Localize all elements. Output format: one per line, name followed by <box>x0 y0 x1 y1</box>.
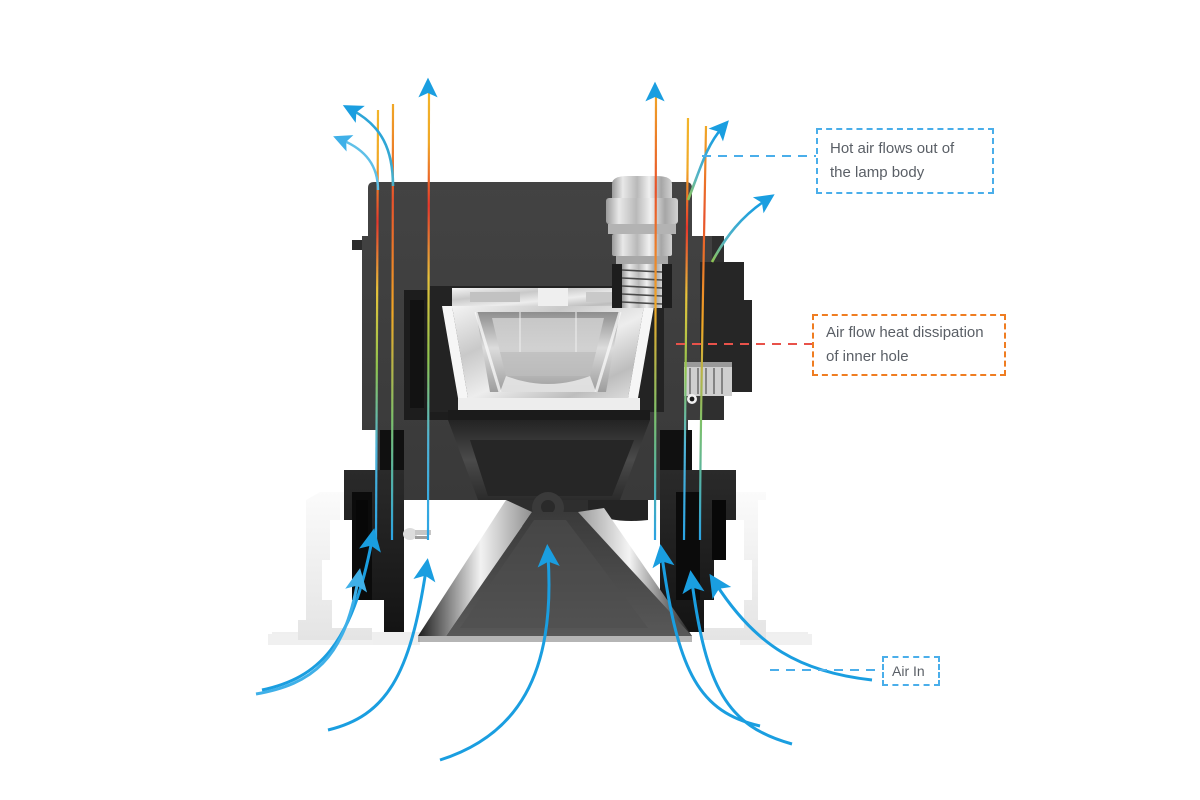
reflector-optic <box>430 286 664 420</box>
air-intake-arrow-secondary <box>255 568 368 696</box>
callout-hot-air-line-2: the lamp body <box>830 164 925 181</box>
hot-air-curved-arrows <box>342 105 775 263</box>
air-intake-arrows <box>261 528 873 762</box>
cable-gland <box>606 176 678 308</box>
light-beam-wedge <box>418 500 692 642</box>
callout-inner-hole-line-1: Air flow heat dissipation <box>826 324 984 341</box>
hot-air-curved-arrow-light <box>333 135 380 191</box>
leader-lines <box>676 155 882 671</box>
callout-hot-air-line-1: Hot air flows out of <box>830 140 955 157</box>
callout-inner-hole: Air flow heat dissipation of inner hole <box>812 314 1006 376</box>
callout-inner-hole-line-2: of inner hole <box>826 348 909 365</box>
hot-air-exhaust-arrows <box>418 77 665 182</box>
hot-air-riser-lines <box>374 87 708 541</box>
callout-air-in-line-1: Air In <box>892 663 925 679</box>
lamp-cross-section <box>268 176 812 645</box>
housing-screw <box>403 528 431 540</box>
inner-hole-vent <box>684 362 732 404</box>
callout-air-in: Air In <box>882 656 940 686</box>
mounting-trim-ring <box>268 492 812 645</box>
inner-reflector-cone <box>448 420 650 536</box>
callout-hot-air: Hot air flows out of the lamp body <box>816 128 994 194</box>
